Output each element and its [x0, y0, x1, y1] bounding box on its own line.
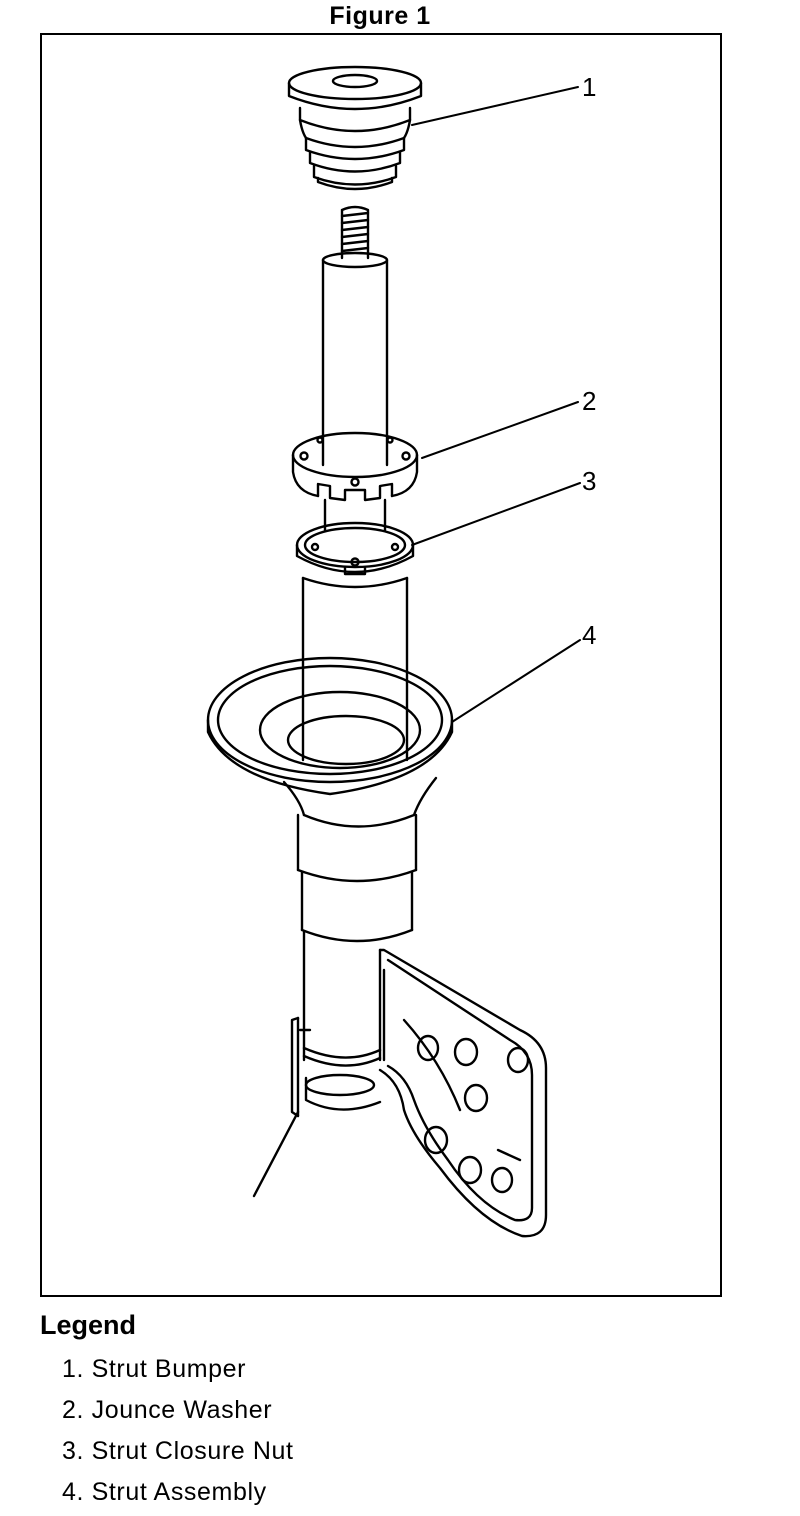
strut-assembly — [206, 576, 548, 1238]
strut-bumper — [287, 65, 423, 191]
strut-closure-nut — [295, 521, 415, 576]
legend-item-jounce-washer: 2. Jounce Washer — [62, 1396, 273, 1424]
callout-2: 2 — [582, 386, 596, 416]
callout-3: 3 — [582, 466, 596, 496]
legend-item-strut-bumper: 1. Strut Bumper — [62, 1355, 247, 1383]
callout-1: 1 — [582, 72, 596, 102]
piston-rod — [321, 205, 389, 467]
strut-exploded-diagram: 1 2 3 4 — [206, 65, 596, 1238]
figure-frame — [40, 33, 722, 1297]
legend-item-strut-closure-nut: 3. Strut Closure Nut — [62, 1437, 294, 1465]
legend-item-strut-assembly: 4. Strut Assembly — [62, 1478, 267, 1506]
legend-list: 1. Strut Bumper 2. Jounce Washer 3. Stru… — [62, 1352, 294, 1516]
figure-title: Figure 1 — [329, 2, 431, 30]
leader-lines — [411, 86, 581, 723]
jounce-washer — [291, 431, 419, 502]
legend-title: Legend — [40, 1310, 137, 1340]
callout-4: 4 — [582, 620, 596, 650]
